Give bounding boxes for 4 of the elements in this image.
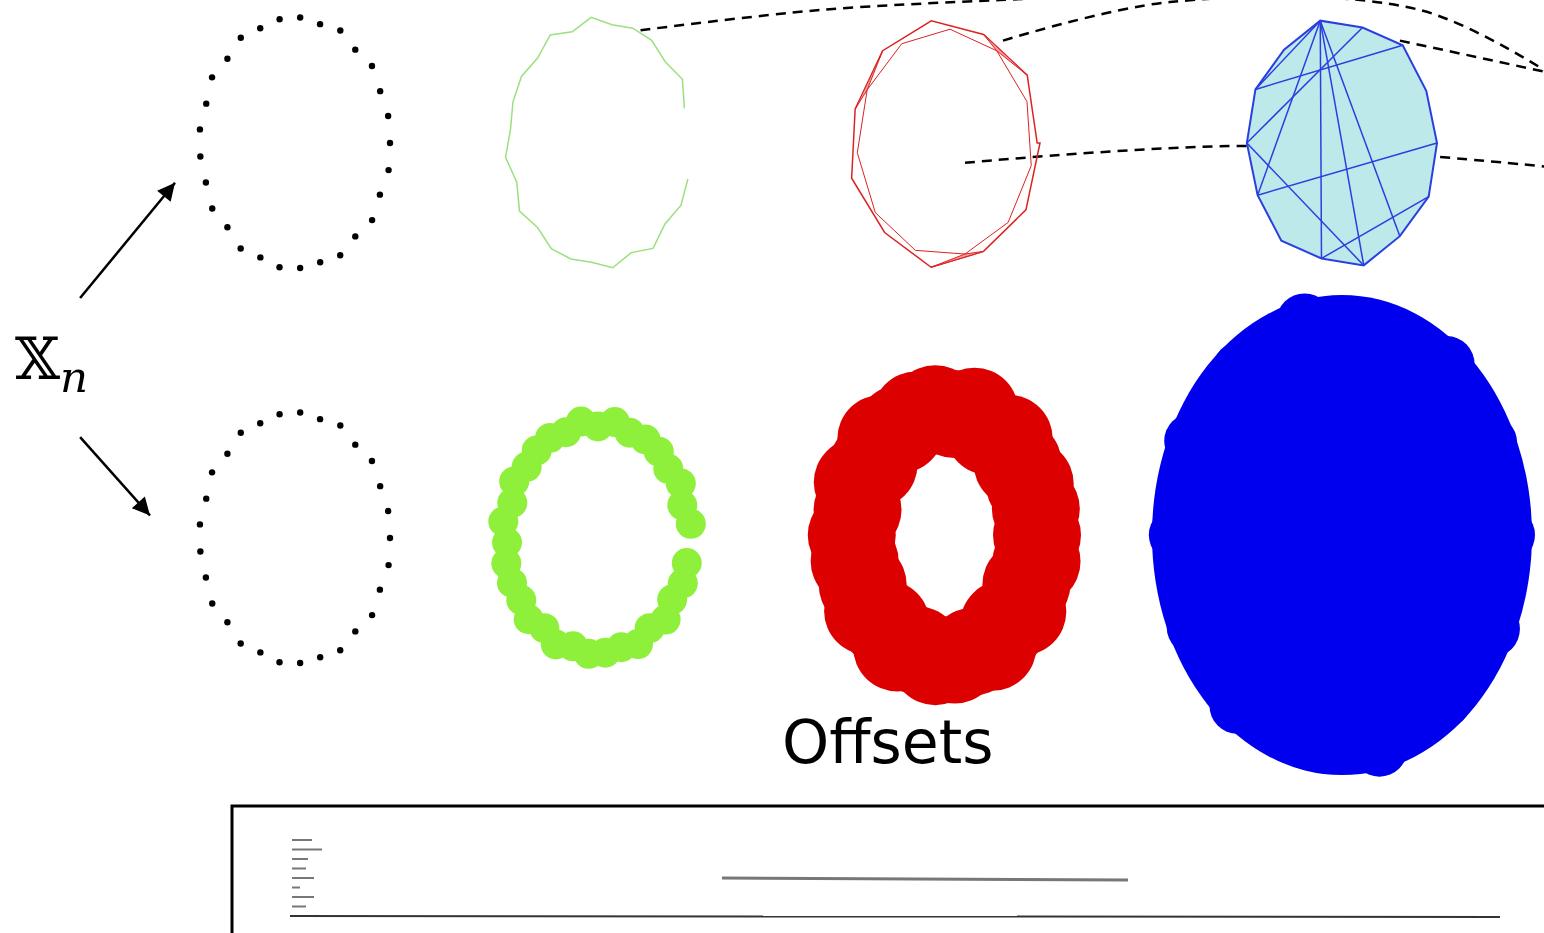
arrow [79,436,151,517]
arrow [79,182,176,299]
caption-text: Offsets [782,712,994,772]
math-symbol: 𝕏$_{n}$ [15,330,90,400]
